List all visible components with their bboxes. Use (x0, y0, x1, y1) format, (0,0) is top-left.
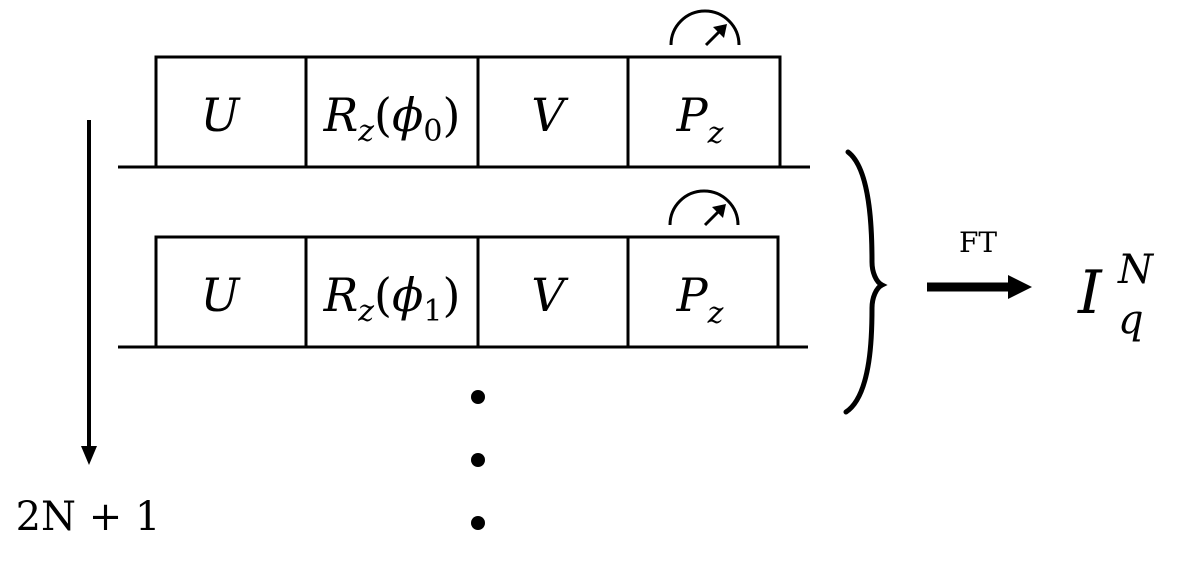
gate-label-1-2: V (531, 268, 569, 322)
right-arrow-icon (927, 275, 1032, 299)
repeat-count-label: 2N + 1 (16, 494, 161, 540)
gate-label-1-1: Rz(ϕ1) (323, 268, 461, 329)
ellipsis-dots-icon (471, 390, 485, 530)
gate-label-0-0: U (201, 88, 242, 142)
meter-icon (668, 189, 740, 227)
brace-icon (843, 149, 888, 415)
gate-label-0-2: V (531, 88, 569, 142)
down-arrow-icon (81, 120, 97, 465)
transform-label: FT (959, 226, 997, 259)
gate-box-0-3 (626, 55, 782, 169)
circuit-row-0: U Rz(ϕ0) V Pz (118, 9, 810, 169)
gate-label-1-3: Pz (676, 268, 724, 331)
svg-text:I: I (1077, 258, 1103, 328)
meter-icon (669, 9, 741, 47)
gate-box-1-3 (626, 235, 780, 349)
result-symbol: I N q (1077, 247, 1155, 343)
gate-label-0-1: Rz(ϕ0) (323, 88, 461, 149)
gate-label-1-0: U (201, 268, 242, 322)
gate-label-0-3: Pz (676, 88, 724, 151)
circuit-row-1: U Rz(ϕ1) V Pz (118, 189, 808, 349)
svg-text:q: q (1118, 297, 1144, 343)
svg-text:N: N (1117, 247, 1155, 293)
